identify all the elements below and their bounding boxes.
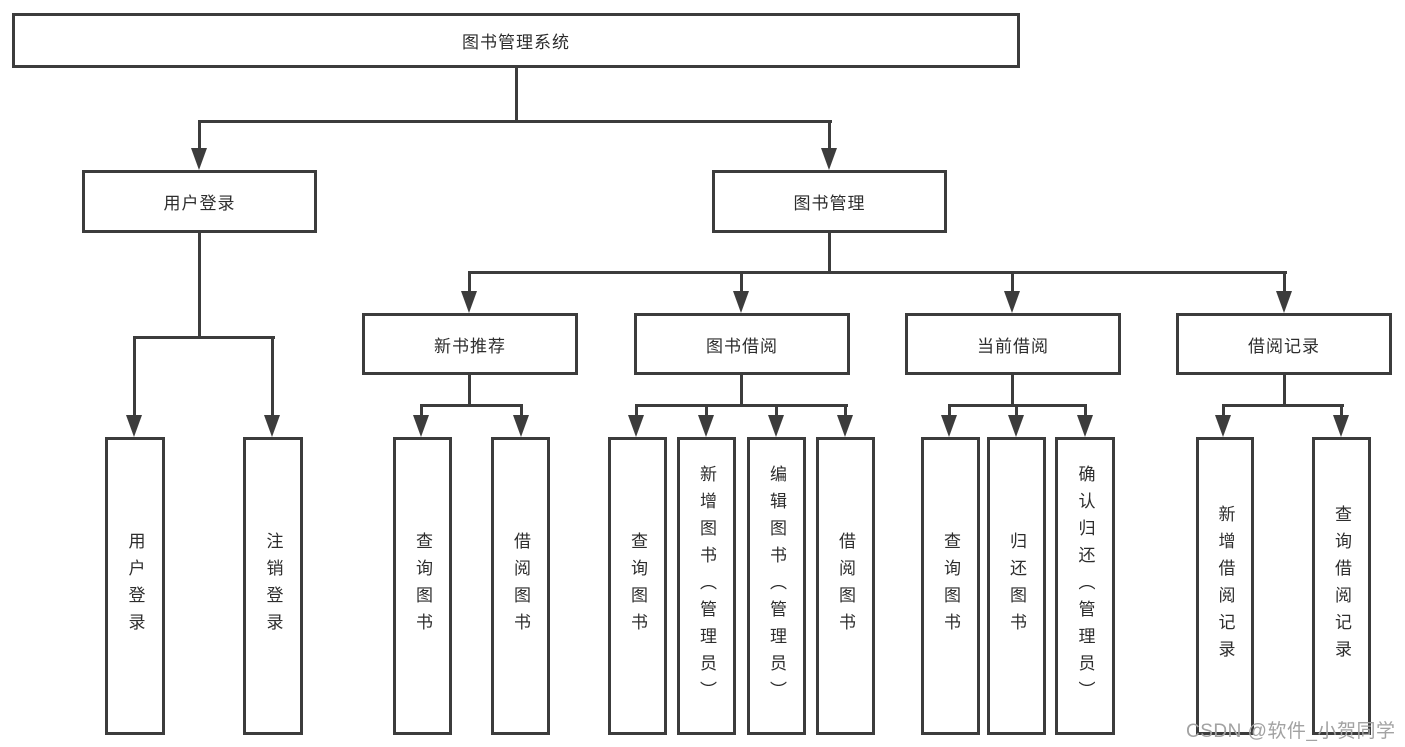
connector-to-bb-edit xyxy=(775,404,778,415)
arrow-down-icon xyxy=(1333,415,1349,437)
connector-to-bb-add xyxy=(705,404,708,415)
connector-to-bb-borrow xyxy=(844,404,847,415)
connector-user-login-stem xyxy=(198,233,201,339)
connector-to-nbr-query xyxy=(420,404,423,415)
connector-level1-hline xyxy=(198,120,832,123)
arrow-down-icon xyxy=(1004,291,1020,313)
leaf-logout: 注销登录 xyxy=(243,437,303,735)
node-current-borrow: 当前借阅 xyxy=(905,313,1121,375)
leaf-query-book-recommend-label: 查询图书 xyxy=(413,532,432,640)
connector-to-cb-confirm xyxy=(1084,404,1087,415)
leaf-add-borrow-record-label: 新增借阅记录 xyxy=(1215,505,1235,667)
arrow-down-icon xyxy=(941,415,957,437)
arrow-down-icon xyxy=(461,291,477,313)
leaf-query-book-current: 查询图书 xyxy=(921,437,980,735)
leaf-query-book-current-label: 查询图书 xyxy=(941,532,960,640)
arrow-down-icon xyxy=(821,148,837,170)
leaf-borrow-book: 借阅图书 xyxy=(816,437,875,735)
connector-nbr-stem xyxy=(468,375,471,407)
connector-to-borrow-record xyxy=(1283,271,1286,291)
arrow-down-icon xyxy=(837,415,853,437)
connector-nbr-hline xyxy=(420,404,523,407)
leaf-edit-book-admin-label: 编辑图书（管理员） xyxy=(767,464,786,708)
connector-to-nbr-borrow xyxy=(520,404,523,415)
leaf-confirm-return-admin: 确认归还（管理员） xyxy=(1055,437,1115,735)
connector-cb-stem xyxy=(1011,375,1014,407)
leaf-borrow-book-recommend-label: 借阅图书 xyxy=(511,532,530,640)
node-current-borrow-label: 当前借阅 xyxy=(977,336,1049,356)
leaf-confirm-return-admin-label: 确认归还（管理员） xyxy=(1075,464,1095,708)
node-new-book-recommend: 新书推荐 xyxy=(362,313,578,375)
node-book-management-label: 图书管理 xyxy=(793,194,866,213)
arrow-down-icon xyxy=(1215,415,1231,437)
arrow-down-icon xyxy=(513,415,529,437)
leaf-user-login-label: 用户登录 xyxy=(125,532,145,640)
node-book-management: 图书管理 xyxy=(712,170,947,233)
node-borrow-record: 借阅记录 xyxy=(1176,313,1392,375)
connector-root-stem xyxy=(515,68,518,122)
arrow-down-icon xyxy=(413,415,429,437)
leaf-edit-book-admin: 编辑图书（管理员） xyxy=(747,437,806,735)
leaf-add-book-admin-label: 新增图书（管理员） xyxy=(697,464,716,708)
leaf-borrow-book-recommend: 借阅图书 xyxy=(491,437,550,735)
connector-to-br-query xyxy=(1340,404,1343,415)
connector-to-logout-leaf xyxy=(271,336,274,415)
arrow-down-icon xyxy=(698,415,714,437)
leaf-query-book-borrow: 查询图书 xyxy=(608,437,667,735)
connector-br-stem xyxy=(1283,375,1286,407)
connector-to-br-add xyxy=(1222,404,1225,415)
leaf-return-book: 归还图书 xyxy=(987,437,1046,735)
leaf-query-book-recommend: 查询图书 xyxy=(393,437,452,735)
arrow-down-icon xyxy=(191,148,207,170)
arrow-down-icon xyxy=(768,415,784,437)
arrow-down-icon xyxy=(1008,415,1024,437)
connector-br-hline xyxy=(1222,404,1344,407)
connector-to-cb-query xyxy=(948,404,951,415)
connector-to-book-borrow xyxy=(740,271,743,291)
connector-user-login-hline xyxy=(133,336,275,339)
node-borrow-record-label: 借阅记录 xyxy=(1248,336,1320,356)
node-book-borrow-label: 图书借阅 xyxy=(706,336,778,356)
arrow-down-icon xyxy=(1276,291,1292,313)
connector-to-book-management xyxy=(828,120,831,148)
connector-to-current-borrow xyxy=(1011,271,1014,291)
node-root: 图书管理系统 xyxy=(12,13,1020,68)
leaf-add-book-admin: 新增图书（管理员） xyxy=(677,437,736,735)
connector-book-mgmt-stem xyxy=(828,233,831,274)
connector-to-login-leaf xyxy=(133,336,136,415)
connector-to-user-login xyxy=(198,120,201,148)
leaf-query-borrow-record-label: 查询借阅记录 xyxy=(1332,505,1351,667)
node-book-borrow: 图书借阅 xyxy=(634,313,850,375)
node-user-login: 用户登录 xyxy=(82,170,317,233)
node-root-label: 图书管理系统 xyxy=(462,33,570,52)
arrow-down-icon xyxy=(628,415,644,437)
leaf-user-login: 用户登录 xyxy=(105,437,165,735)
connector-to-bb-query xyxy=(635,404,638,415)
leaf-query-borrow-record: 查询借阅记录 xyxy=(1312,437,1371,735)
arrow-down-icon xyxy=(1077,415,1093,437)
node-user-login-label: 用户登录 xyxy=(163,194,236,213)
leaf-borrow-book-label: 借阅图书 xyxy=(836,532,855,640)
leaf-add-borrow-record: 新增借阅记录 xyxy=(1196,437,1254,735)
connector-to-cb-return xyxy=(1015,404,1018,415)
connector-bb-hline xyxy=(635,404,848,407)
node-new-book-recommend-label: 新书推荐 xyxy=(434,336,506,356)
arrow-down-icon xyxy=(733,291,749,313)
arrow-down-icon xyxy=(264,415,280,437)
csdn-watermark: CSDN @软件_小贺同学 xyxy=(1186,721,1396,742)
connector-level3-hline xyxy=(468,271,1287,274)
leaf-return-book-label: 归还图书 xyxy=(1007,532,1026,640)
leaf-query-book-borrow-label: 查询图书 xyxy=(628,532,647,640)
leaf-logout-label: 注销登录 xyxy=(263,532,283,640)
arrow-down-icon xyxy=(126,415,142,437)
connector-to-new-book-recommend xyxy=(468,271,471,291)
connector-bb-stem xyxy=(740,375,743,407)
